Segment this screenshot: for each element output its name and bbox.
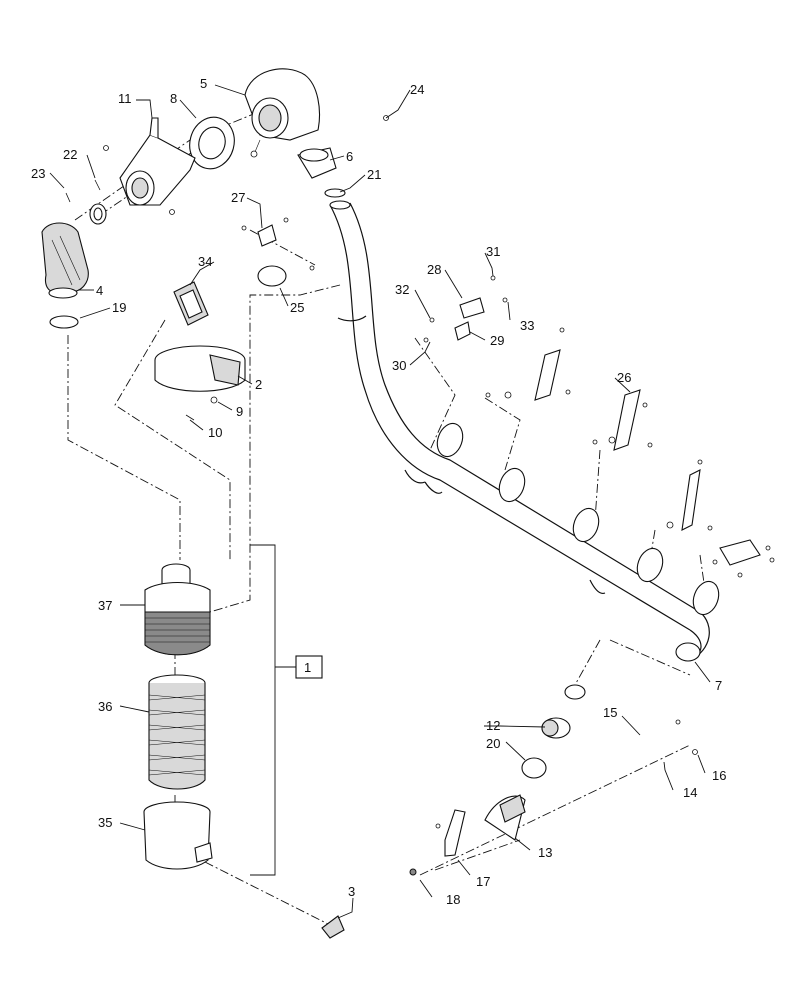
callout-7: 7 [715,678,722,693]
callout-8: 8 [170,91,177,106]
callout-37: 37 [98,598,112,613]
callout-26: 26 [617,370,631,385]
callout-leaders [49,84,711,919]
callout-33: 33 [520,318,534,333]
callout-3: 3 [348,884,355,899]
small-clamp [324,188,346,198]
hose-clamp-rings [257,265,720,616]
callout-5: 5 [200,76,207,91]
callout-36: 36 [98,699,112,714]
callout-29: 29 [490,333,504,348]
filter-element [148,674,206,790]
air-intake-hose [329,200,710,662]
callout-1: 1 [304,660,311,675]
callout-30: 30 [392,358,406,373]
filter-bowl [143,801,213,870]
bottom-right-parts [409,684,698,876]
intake-elbow [41,222,89,299]
callout-27: 27 [231,190,245,205]
callout-28: 28 [427,262,441,277]
callout-18: 18 [446,892,460,907]
filter-band-clamp [154,345,246,392]
callout-24: 24 [410,82,424,97]
callout-15: 15 [603,705,617,720]
callout-31: 31 [486,244,500,259]
callout-19: 19 [112,300,126,315]
callout-9: 9 [236,404,243,419]
callout-12: 12 [486,718,500,733]
callout-10: 10 [208,425,222,440]
callout-4: 4 [96,283,103,298]
callout-22: 22 [63,147,77,162]
callout-17: 17 [476,874,490,889]
callout-2: 2 [255,377,262,392]
callout-23: 23 [31,166,45,181]
clamp-hardware [185,396,218,421]
elbow-clamp [49,315,79,329]
assembly-center-lines [67,94,706,926]
callout-21: 21 [367,167,381,182]
callout-35: 35 [98,815,112,830]
callout-6: 6 [346,149,353,164]
assembly-bracket [250,544,323,876]
callout-13: 13 [538,845,552,860]
dust-valve [321,915,345,939]
callout-labels: 1 2 3 4 5 6 7 8 9 10 11 12 13 14 15 16 1… [31,76,726,907]
mounting-bracket [119,117,196,206]
gasket-plate [189,116,235,170]
flange-plate [173,281,209,326]
callout-20: 20 [486,736,500,751]
small-hardware-top [65,115,389,225]
callout-14: 14 [683,785,697,800]
callout-32: 32 [395,282,409,297]
callout-34: 34 [198,254,212,269]
callout-16: 16 [712,768,726,783]
filter-housing-top [144,563,211,656]
callout-25: 25 [290,300,304,315]
right-brackets [423,275,775,578]
bracket-clip-27 [241,217,315,271]
outlet-adapter [297,147,337,179]
callout-11: 11 [118,91,132,106]
precleaner-housing [244,68,321,158]
